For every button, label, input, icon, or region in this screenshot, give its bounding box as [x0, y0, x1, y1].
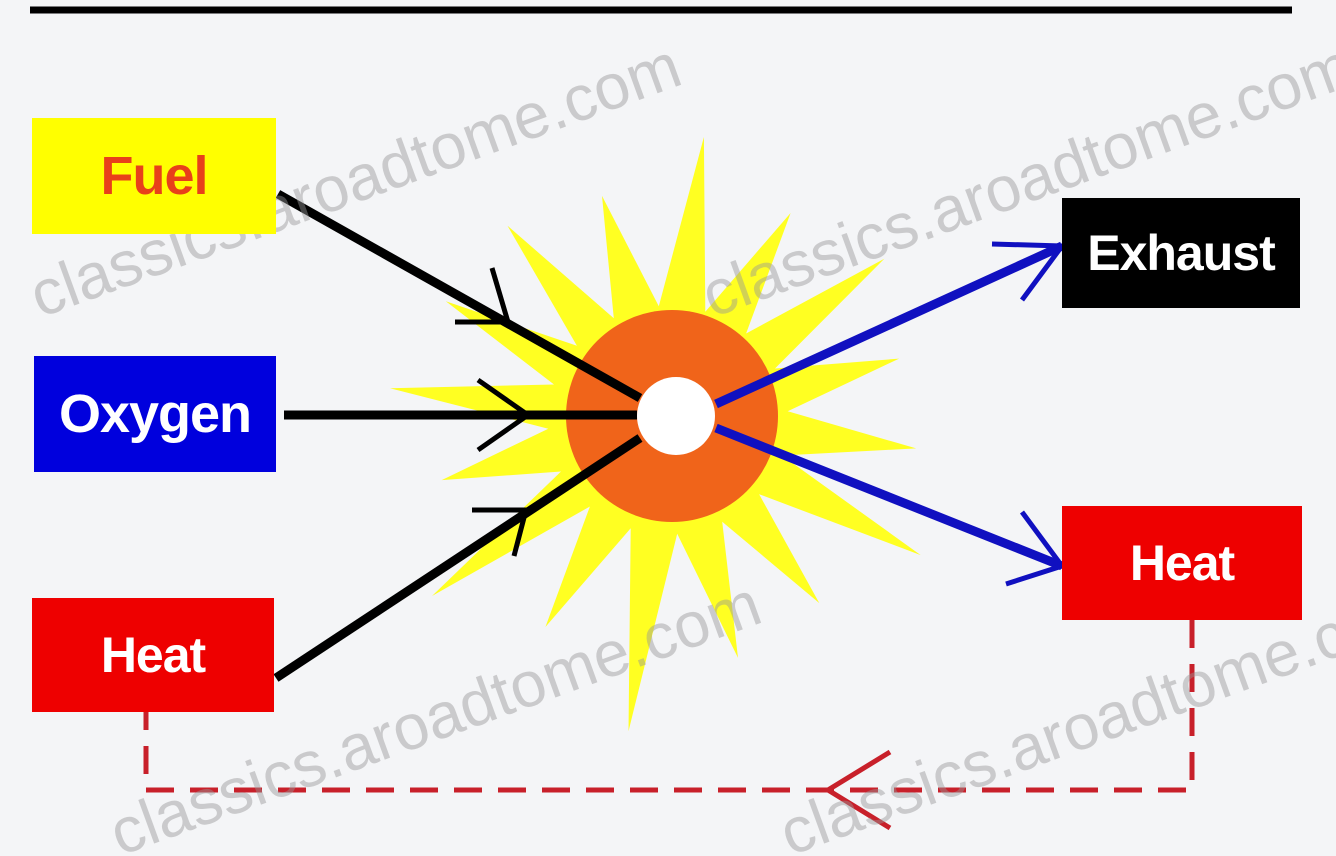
node-heat-output: Heat: [1062, 506, 1302, 620]
reaction-center: [637, 377, 715, 455]
arrow-center-to-heat: [716, 428, 1062, 584]
node-heat-output-label: Heat: [1130, 534, 1234, 592]
node-fuel-label: Fuel: [100, 145, 207, 207]
node-exhaust-label: Exhaust: [1087, 224, 1275, 282]
node-heat-input: Heat: [32, 598, 274, 712]
node-exhaust: Exhaust: [1062, 198, 1300, 308]
node-fuel: Fuel: [32, 118, 276, 234]
node-oxygen: Oxygen: [34, 356, 276, 472]
node-heat-input-label: Heat: [101, 626, 205, 684]
node-oxygen-label: Oxygen: [59, 383, 251, 445]
